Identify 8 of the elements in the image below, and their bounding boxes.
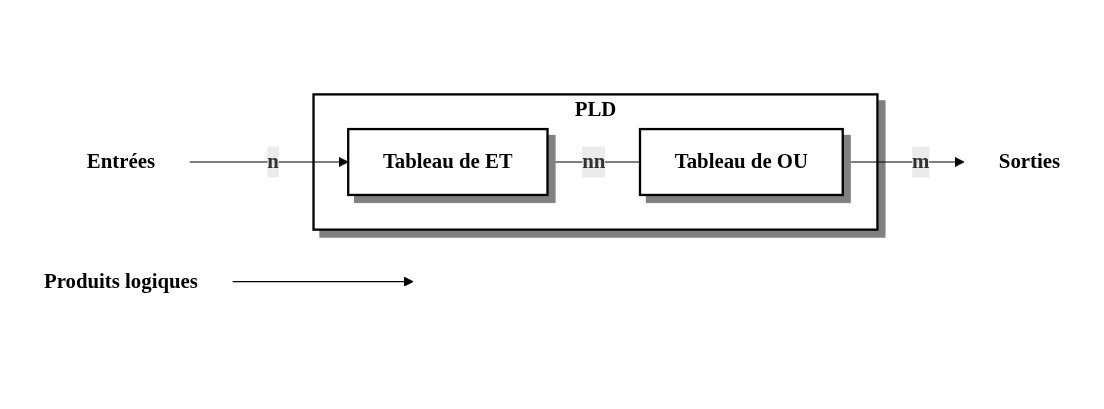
bus-arrow xyxy=(189,156,349,168)
text-label: Entrées xyxy=(86,149,155,173)
text-label: Sorties xyxy=(998,149,1061,173)
bus-arrow xyxy=(842,156,965,168)
text-label: Produits logiques xyxy=(43,269,198,293)
process-box: Tableau de OU xyxy=(638,127,844,197)
leader-arrow xyxy=(232,276,414,287)
process-box: Tableau de ET xyxy=(347,127,549,197)
